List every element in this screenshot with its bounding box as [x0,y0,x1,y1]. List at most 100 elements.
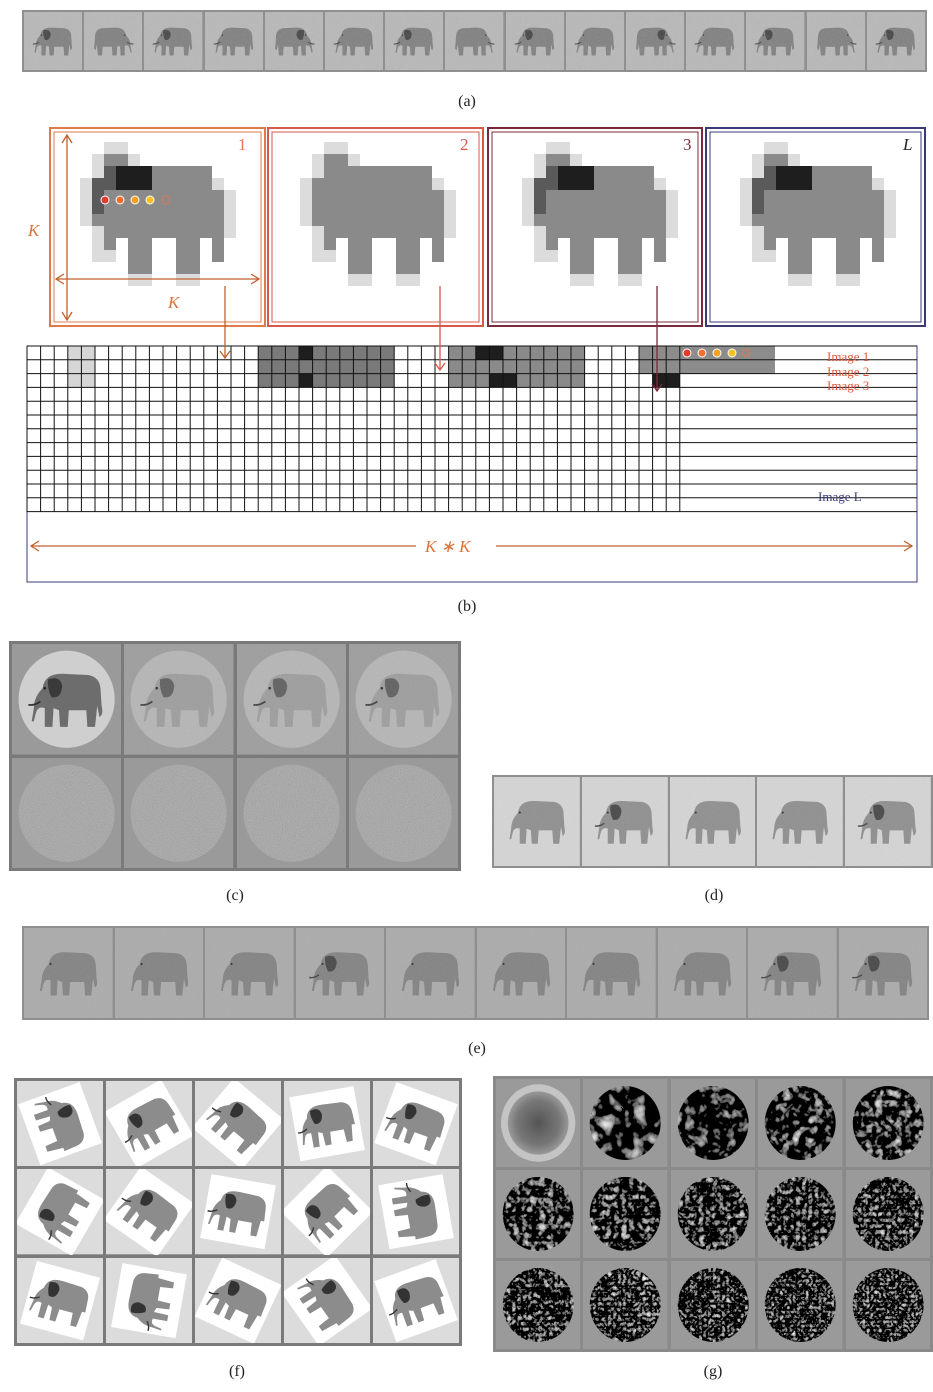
strip-e-frame [386,928,475,1018]
grid-g-cell [846,1261,930,1349]
grid-f-cell [17,1258,103,1343]
grid-f-cell [106,1081,192,1166]
grid-c-cell [237,758,346,869]
frame-number-3: 3 [683,135,692,154]
strip-a-frame [84,12,142,70]
grid-g-cell [671,1261,755,1349]
grid-g-cell [496,1261,580,1349]
grid-f-cell [17,1169,103,1254]
frame-number-2: 2 [460,135,469,154]
grid-f-cell [106,1258,192,1343]
matrix-dot [713,349,721,357]
grid-g-cell [758,1170,842,1258]
panel-g-grid [493,1076,933,1352]
frame-number-L: L [902,135,912,154]
sample-dot [131,196,139,204]
strip-a-frame [867,12,925,70]
grid-f-cell [195,1081,281,1166]
grid-c-cell [12,758,121,869]
panel-a-label: (a) [447,93,487,111]
strip-a-frame [566,12,624,70]
strip-a-frame [144,12,202,70]
strip-a-frame [325,12,383,70]
strip-d-frame [494,777,580,866]
strip-a-frame [205,12,263,70]
grid-c-cell [12,644,121,755]
grid-g-cell [496,1170,580,1258]
strip-a-frame [385,12,443,70]
strip-a-frame [686,12,744,70]
pixel-elephant [740,142,896,286]
grid-f-cell [373,1081,459,1166]
panel-c-label: (c) [215,887,255,905]
grid-c-cell [124,644,233,755]
strip-d-frame [582,777,668,866]
pixel-elephant [522,142,678,286]
strip-e-frame [115,928,204,1018]
strip-a-frame [24,12,82,70]
grid-f-cell [284,1258,370,1343]
strip-e-frame [477,928,566,1018]
strip-e-frame [24,928,113,1018]
panel-d-image-strip [492,775,933,868]
row-label-image-1: Image 1 [827,349,869,364]
panel-d-label: (d) [694,887,734,905]
panel-b-diagram: 1 2 3 L K K Image 1 Image 2 Image 3 Imag… [0,120,933,590]
matrix-shade [299,374,313,388]
grid-g-cell [496,1079,580,1167]
grid-c-cell [124,758,233,869]
grid-g-cell [758,1079,842,1167]
grid-g-cell [671,1170,755,1258]
grid-g-cell [758,1261,842,1349]
grid-g-cell [583,1261,667,1349]
grid-f-cell [106,1169,192,1254]
pixel-elephant [80,142,236,286]
panel-e-image-strip [22,926,929,1020]
grid-f-cell [284,1081,370,1166]
grid-g-cell [583,1079,667,1167]
strip-a-frame [506,12,564,70]
strip-a-frame [626,12,684,70]
strip-e-frame [839,928,928,1018]
grid-c-cell [349,644,458,755]
grid-g-cell [671,1079,755,1167]
k-vertical-label: K [27,221,41,240]
panel-c-grid [9,641,461,871]
k-vertical-arrow [62,135,72,320]
strip-e-frame [296,928,385,1018]
k-horizontal-label: K [167,293,181,312]
strip-a-frame [746,12,804,70]
grid-c-cell [349,758,458,869]
strip-e-frame [567,928,656,1018]
matrix-shade [299,346,313,360]
strip-e-frame [205,928,294,1018]
matrix-dot [728,349,736,357]
grid-g-cell [583,1170,667,1258]
grid-f-cell [195,1169,281,1254]
grid-g-cell [846,1170,930,1258]
grid-f-cell [284,1169,370,1254]
strip-a-frame [807,12,865,70]
row-label-image-2: Image 2 [827,364,869,379]
sample-dot [116,196,124,204]
strip-d-frame [845,777,931,866]
panel-f-grid [14,1078,462,1346]
strip-a-frame [265,12,323,70]
grid-f-cell [17,1081,103,1166]
panel-g-label: (g) [693,1363,733,1381]
kk-label: K ∗ K [424,537,472,556]
row-label-image-3: Image 3 [827,378,869,393]
grid-g-cell [846,1079,930,1167]
matrix-dot [698,349,706,357]
grid-f-cell [195,1258,281,1343]
panel-f-label: (f) [217,1363,257,1381]
pixel-elephant [300,142,456,286]
strip-e-frame [658,928,747,1018]
strip-a-frame [445,12,503,70]
matrix-dot [683,349,691,357]
grid-c-cell [237,644,346,755]
panel-b-label: (b) [447,598,487,616]
panel-e-label: (e) [457,1040,497,1058]
row-label-image-L: Image L [818,489,862,504]
sample-dot [101,196,109,204]
